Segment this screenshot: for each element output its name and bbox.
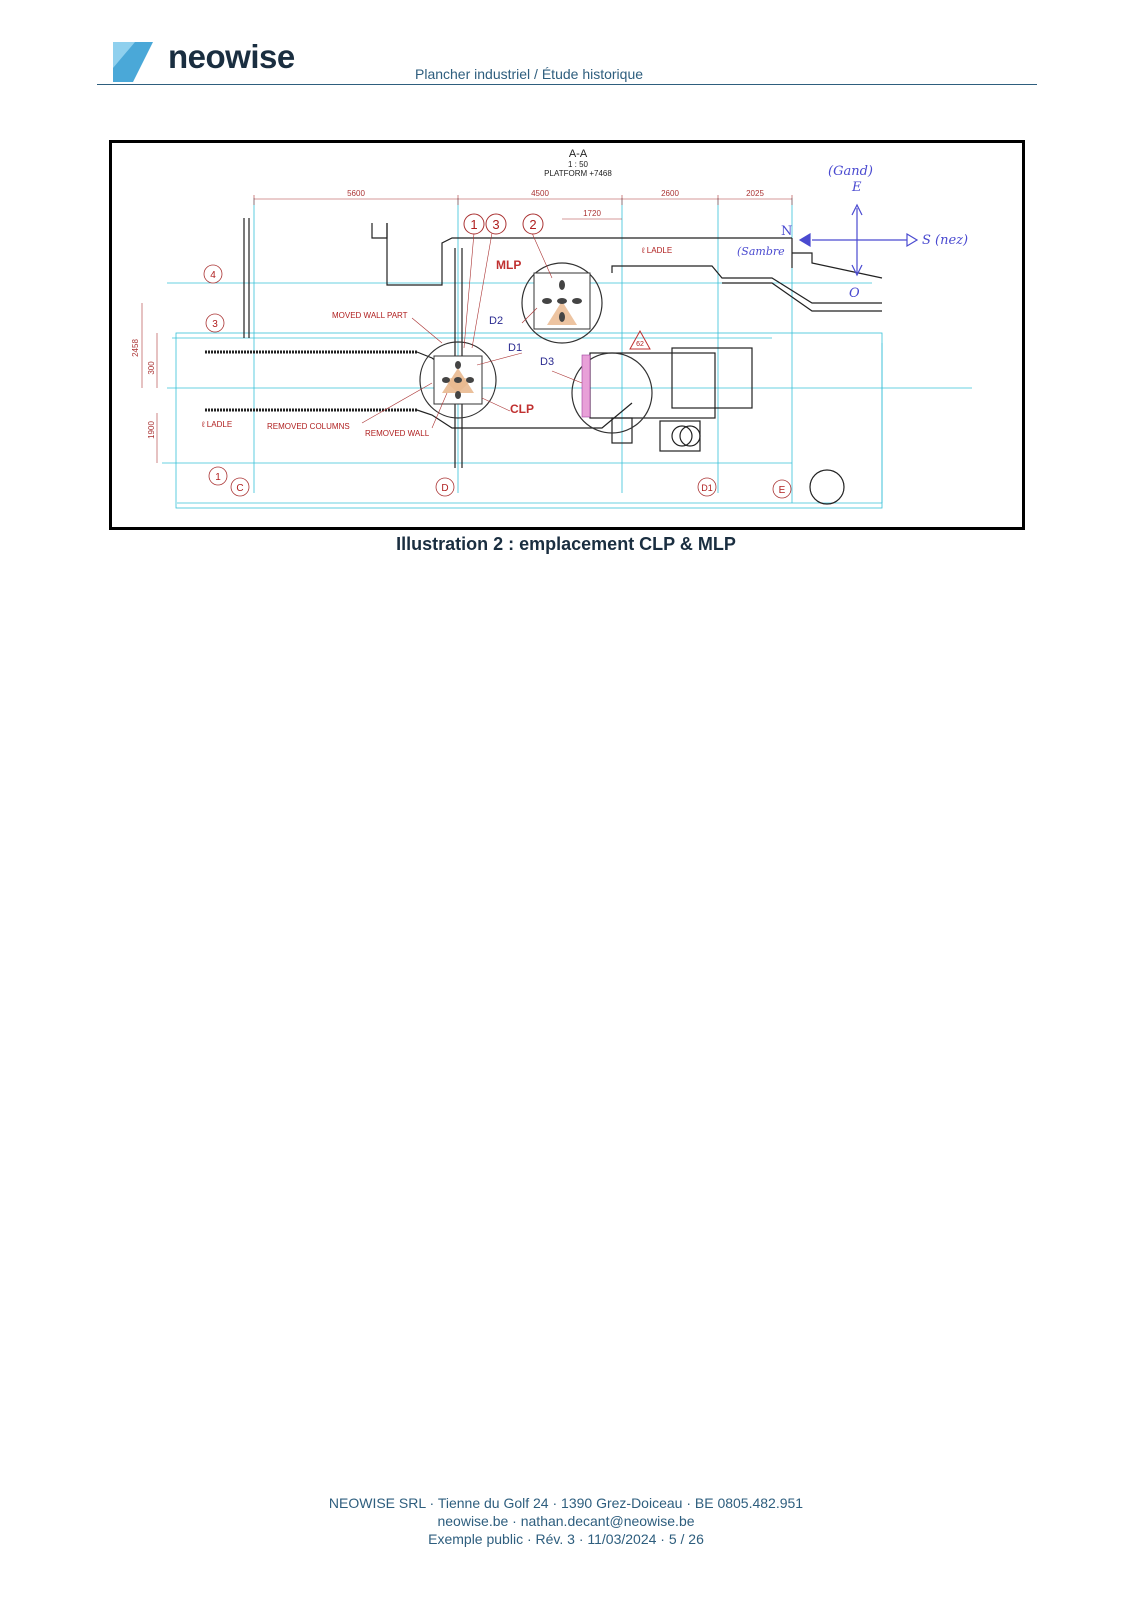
dim-4500: 4500 (531, 189, 549, 198)
mlp-plate (521, 262, 603, 344)
header-rule (97, 84, 1037, 85)
vdim-300: 300 (147, 361, 156, 375)
label-clp: CLP (510, 402, 534, 416)
axis-e: E (779, 485, 786, 496)
hand-e: E (851, 180, 862, 195)
callout-3: 3 (492, 217, 499, 232)
row-marker-1: 1 (215, 472, 221, 483)
hand-o: O (849, 286, 860, 301)
dim-2600: 2600 (661, 189, 679, 198)
hand-s: S (nez) (922, 233, 968, 248)
label-removed-columns: REMOVED COLUMNS (267, 422, 350, 431)
label-ladle-top: ℓ LADLE (641, 246, 672, 255)
section-title: A-A (569, 148, 588, 160)
row-marker-circles (203, 264, 228, 486)
label-d3: D3 (540, 356, 554, 368)
header-title: Plancher industriel / Étude historique (415, 66, 644, 82)
neowise-logo-icon (113, 42, 153, 82)
axis-d1: D1 (701, 483, 713, 493)
footer-revision: Exemple public · Rév. 3 · 11/03/2024 · 5… (428, 1531, 704, 1547)
leader-lines (361, 232, 583, 429)
d3-zone (571, 329, 653, 434)
hand-left: (Sambre (737, 245, 785, 258)
section-scale: 1 : 50 (568, 160, 589, 169)
callout-2: 2 (529, 217, 536, 232)
label-tri-62: 62 (636, 341, 644, 348)
dim-2025: 2025 (746, 189, 764, 198)
label-d1: D1 (508, 342, 522, 354)
hand-n: N (781, 224, 792, 239)
technical-drawing: A-A 1 : 50 PLATFORM +7468 (109, 140, 1025, 530)
dimension-line (253, 195, 793, 220)
axis-c: C (236, 483, 243, 494)
label-d2: D2 (489, 315, 503, 327)
axis-d: D (441, 483, 448, 494)
vdim-1900: 1900 (147, 421, 156, 439)
clp-plate (419, 341, 497, 419)
label-ladle-left: ℓ LADLE (201, 420, 232, 429)
grid-axis-circles (230, 477, 792, 499)
compass-arrows (798, 203, 919, 277)
figure-caption: Illustration 2 : emplacement CLP & MLP (396, 534, 736, 554)
platform-label: PLATFORM +7468 (544, 169, 612, 178)
dim-1720: 1720 (583, 209, 601, 218)
row-marker-3: 3 (212, 319, 218, 330)
label-removed-wall: REMOVED WALL (365, 429, 430, 438)
brand-name: neowise (168, 38, 295, 75)
drawing-canvas: A-A 1 : 50 PLATFORM +7468 (131, 148, 972, 509)
label-mlp: MLP (496, 258, 521, 272)
vertical-dimension-lines (141, 303, 158, 463)
dim-5600: 5600 (347, 189, 365, 198)
footer-contact: neowise.be · nathan.decant@neowise.be (437, 1513, 695, 1529)
hand-top: (Gand) (828, 164, 873, 179)
footer-company: NEOWISE SRL · Tienne du Golf 24 · 1390 G… (328, 1495, 804, 1511)
vdim-2458: 2458 (131, 339, 140, 357)
label-moved-wall: MOVED WALL PART (332, 311, 408, 320)
row-marker-4: 4 (210, 270, 216, 281)
callout-circles (463, 213, 544, 235)
footer: NEOWISE SRL · Tienne du Golf 24 · 1390 G… (0, 1494, 1132, 1548)
callout-1: 1 (470, 217, 477, 232)
